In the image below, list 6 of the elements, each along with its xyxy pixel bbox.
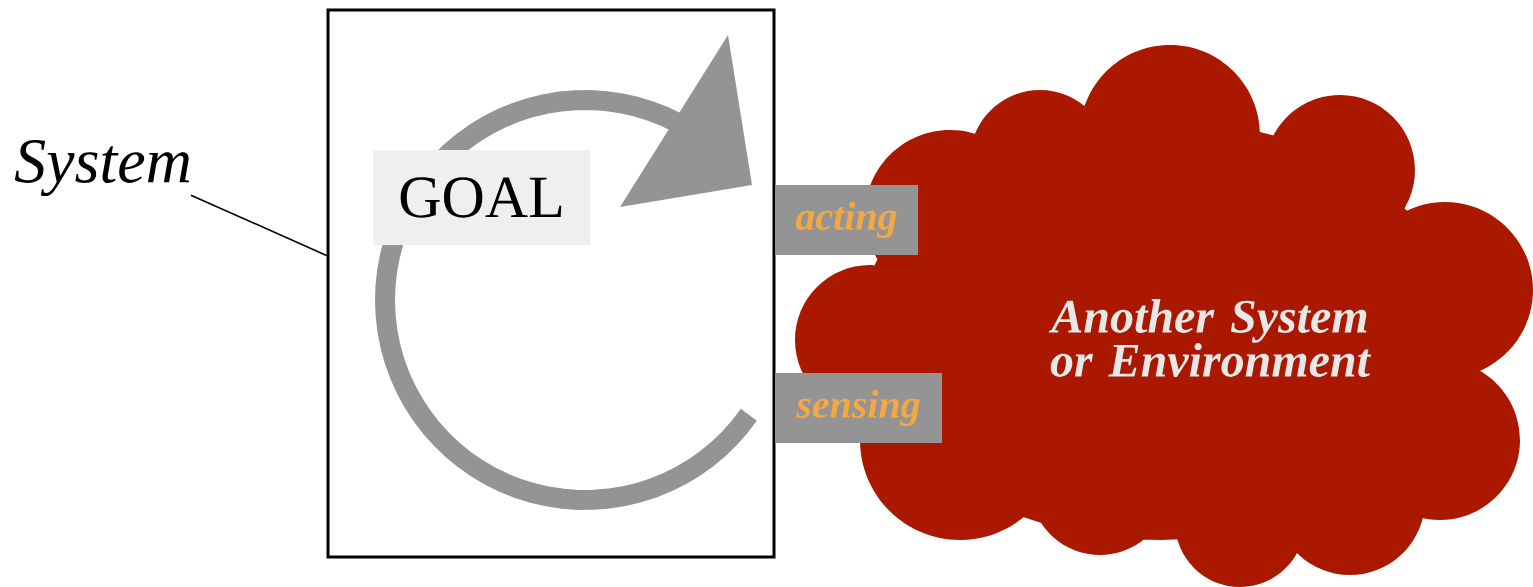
system-box — [326, 8, 776, 559]
leader-line — [190, 194, 328, 257]
goal-box: GOAL — [373, 150, 590, 245]
tag-box: acting — [775, 185, 918, 255]
system-label: System — [14, 139, 190, 197]
tag-box: sensing — [775, 373, 942, 443]
